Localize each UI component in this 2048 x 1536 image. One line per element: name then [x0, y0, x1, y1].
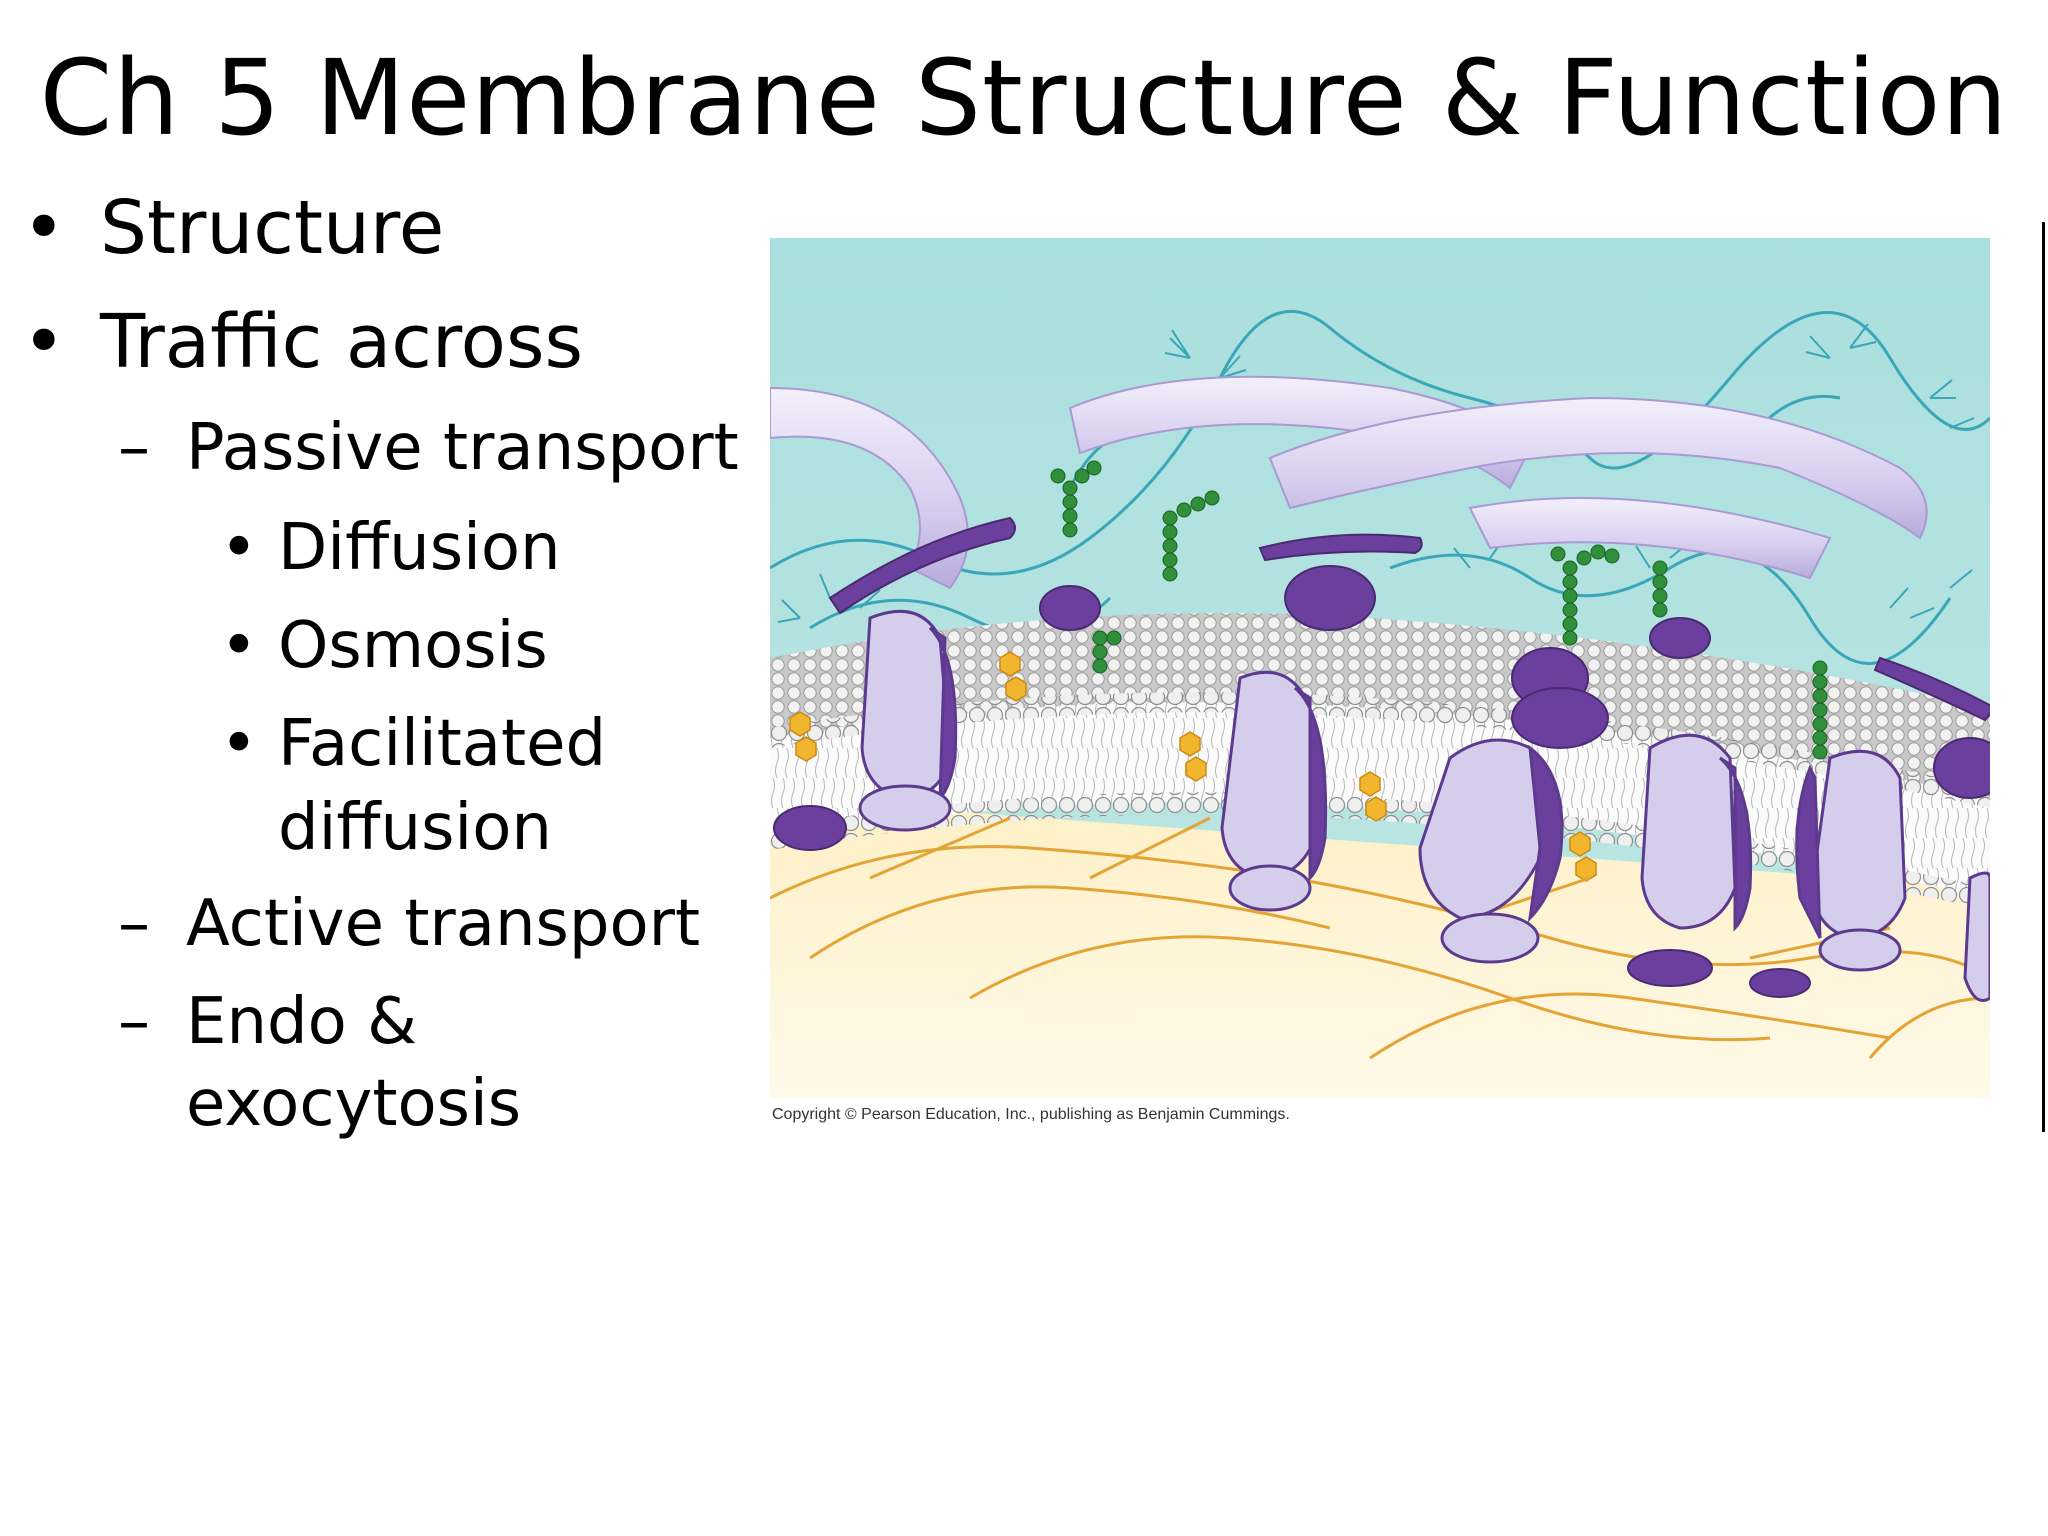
- bullet-marker: •: [220, 511, 258, 585]
- figure-border-line: [2042, 222, 2045, 1132]
- anchored-rods: [828, 516, 1990, 722]
- glycan-chains: [1050, 460, 1828, 760]
- cytoskeleton-filaments: [770, 816, 1990, 1060]
- bullet-marker: •: [220, 609, 258, 683]
- dash-marker: –: [118, 887, 150, 961]
- subbullet-endo-exocytosis: Endo &: [186, 985, 418, 1059]
- membrane-illustration: [770, 238, 1990, 1098]
- figure-copyright: Copyright © Pearson Education, Inc., pub…: [772, 1106, 1290, 1123]
- bullet-marker: •: [22, 299, 66, 385]
- ecm-collagen-tubes: [770, 375, 1928, 590]
- bullet-marker: •: [220, 707, 258, 781]
- dash-marker: –: [118, 411, 150, 485]
- subbullet-endo-exocytosis-cont: exocytosis: [186, 1067, 522, 1141]
- peripheral-proteins: [773, 565, 1990, 998]
- bullet-marker: •: [22, 185, 66, 271]
- dash-marker: –: [118, 985, 150, 1059]
- slide-title: Ch 5 Membrane Structure & Function: [39, 37, 2009, 159]
- fluid-mosaic-diagram: [770, 238, 1990, 1098]
- bullet-structure: Structure: [100, 185, 445, 271]
- bullet-list: • Structure • Traffic across – Passive t…: [0, 0, 760, 1536]
- subbullet-active-transport: Active transport: [186, 887, 701, 961]
- item-facilitated-diffusion: Facilitated: [278, 707, 607, 781]
- transmembrane-proteins: [858, 609, 1990, 1002]
- bilayer-head-row-upper: [770, 692, 1990, 808]
- cholesterol-molecules: [789, 651, 1990, 907]
- item-diffusion: Diffusion: [278, 511, 561, 585]
- bullet-traffic-across: Traffic across: [100, 299, 584, 385]
- item-osmosis: Osmosis: [278, 609, 548, 683]
- item-facilitated-diffusion-cont: diffusion: [278, 791, 552, 865]
- subbullet-passive-transport: Passive transport: [186, 411, 739, 485]
